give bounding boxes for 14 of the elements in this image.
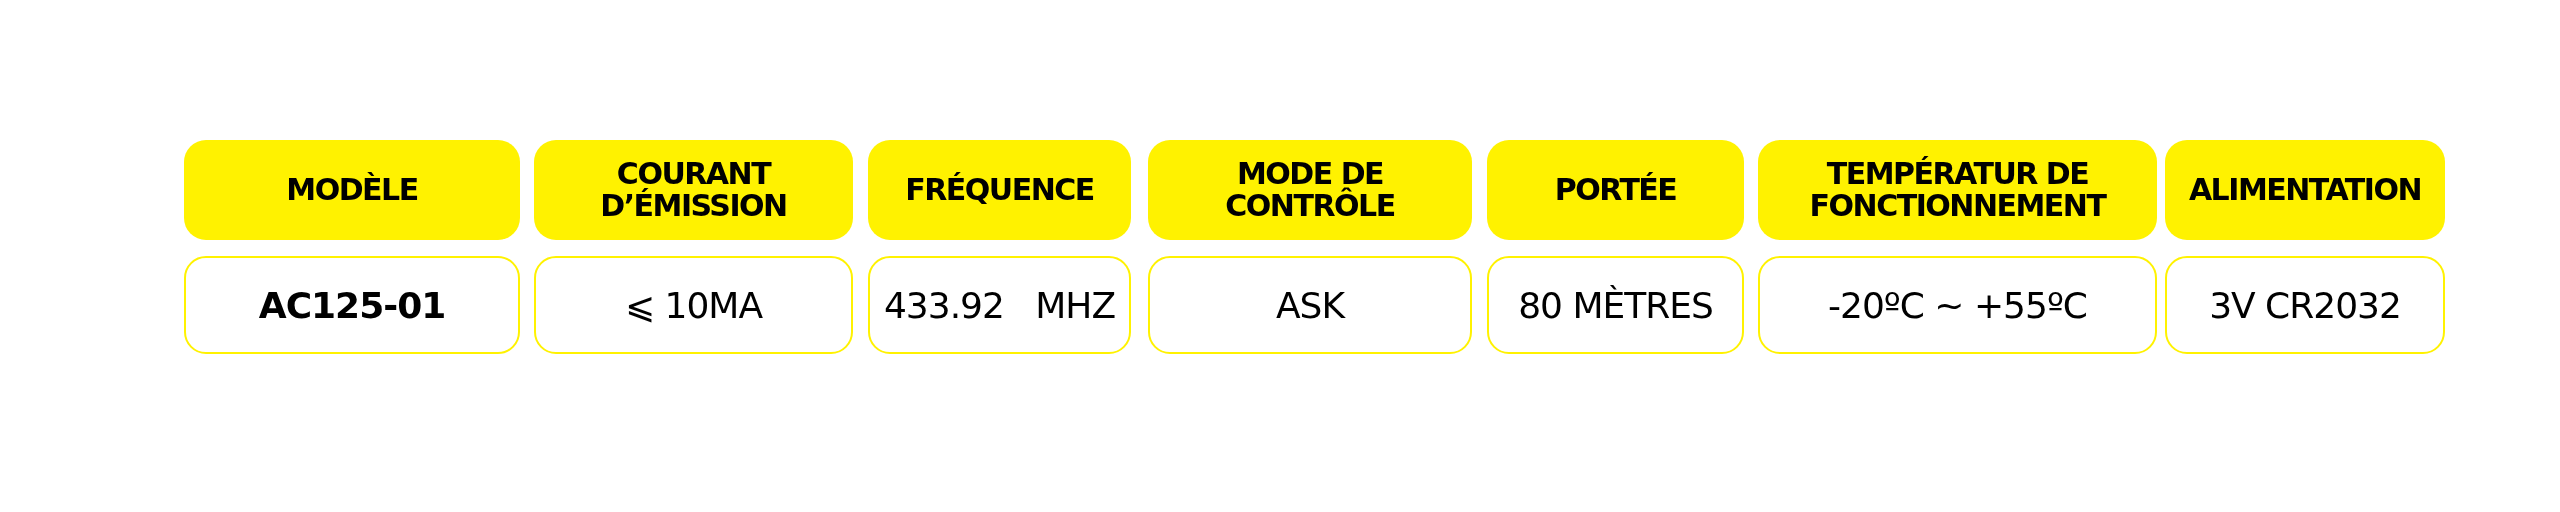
table-value-cell: 433.92 MHZ — [868, 256, 1131, 354]
table-header-cell: ALIMENTATION — [2165, 140, 2445, 240]
table-header-cell: MODE DE CONTRÔLE — [1148, 140, 1472, 240]
table-header-cell: COURANT D’ÉMISSION — [534, 140, 853, 240]
table-header-cell: MODÈLE — [184, 140, 520, 240]
table-header-cell: FRÉQUENCE — [868, 140, 1131, 240]
table-value-cell: ⩽ 10MA — [534, 256, 853, 354]
table-value-cell: 3V CR2032 — [2165, 256, 2445, 354]
table-value-cell: AC125-01 — [184, 256, 520, 354]
table-value-cell: -20ºC ~ +55ºC — [1758, 256, 2157, 354]
table-value-cell: ASK — [1148, 256, 1472, 354]
table-header-cell: PORTÉE — [1487, 140, 1744, 240]
table-value-cell: 80 MÈTRES — [1487, 256, 1744, 354]
table-header-cell: TEMPÉRATUR DE FONCTIONNEMENT — [1758, 140, 2157, 240]
